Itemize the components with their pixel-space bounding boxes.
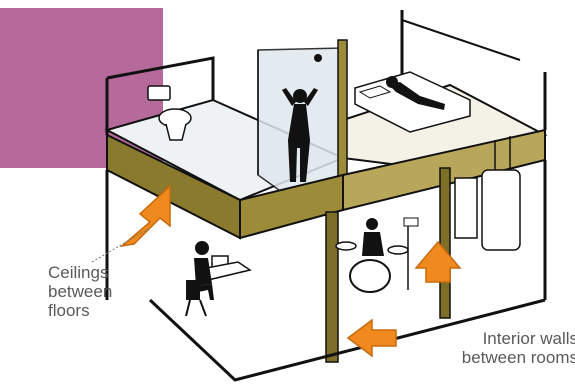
ceilings-label: Ceilings between floors bbox=[48, 263, 138, 320]
interior-walls-label: Interior walls between rooms bbox=[418, 329, 575, 367]
interior-wall-arrow-up bbox=[416, 242, 460, 282]
walls-label-line-2: between rooms bbox=[418, 348, 575, 367]
lower-partition-wall-2 bbox=[440, 168, 450, 318]
ceilings-label-line-1: Ceilings bbox=[48, 263, 138, 282]
bedroom-back-top bbox=[402, 20, 520, 60]
ceiling-arrow bbox=[122, 186, 170, 246]
ceilings-label-line-3: floors bbox=[48, 301, 138, 320]
drummer-icon bbox=[336, 218, 418, 292]
interior-wall-arrow-left bbox=[348, 320, 396, 356]
upper-partition-wall bbox=[338, 40, 347, 190]
ceiling-label-leader bbox=[92, 228, 150, 262]
lower-partition-wall bbox=[326, 212, 338, 362]
ceilings-label-line-2: between bbox=[48, 282, 138, 301]
walls-label-line-1: Interior walls bbox=[418, 329, 575, 348]
person-at-computer-icon bbox=[186, 241, 250, 316]
